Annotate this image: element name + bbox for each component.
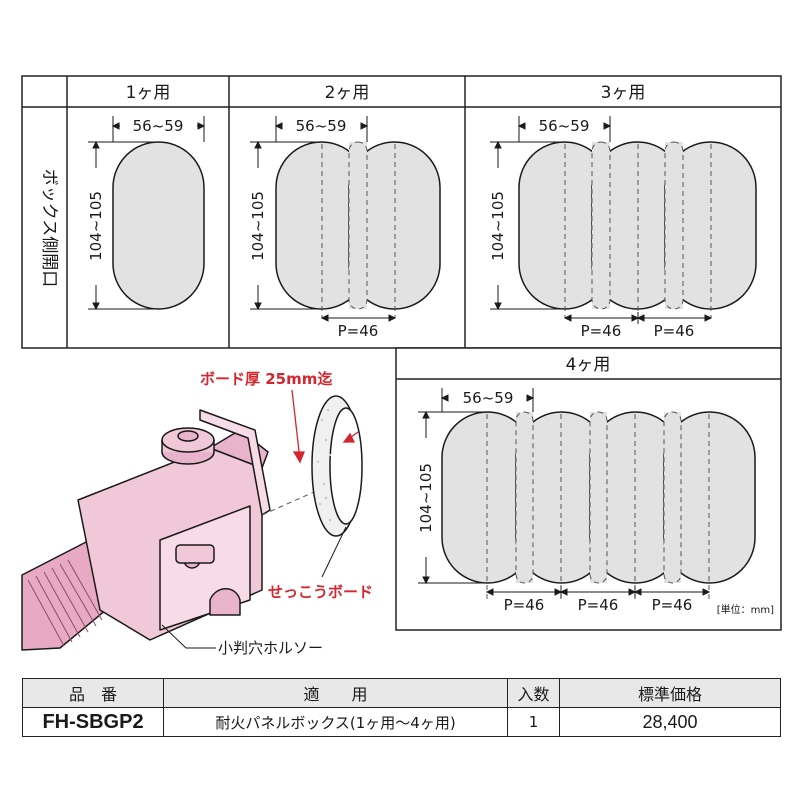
pitch-dimension-4gang	[485, 586, 711, 598]
row-label-box-opening: ボックス側開口	[39, 169, 59, 288]
opening-shape-1gang	[112, 141, 205, 310]
width-label-4gang: 56~59	[463, 389, 514, 407]
header-usage: 適 用	[163, 678, 508, 708]
width-label-2gang: 56~59	[296, 117, 347, 135]
header-quantity: 入数	[507, 678, 560, 708]
pitch-label-3gang-2: P=46	[654, 322, 695, 340]
pitch-label-3gang-1: P=46	[581, 322, 622, 340]
quantity-cell: 1	[507, 707, 560, 737]
height-label-2gang: 104~105	[249, 191, 267, 261]
pitch-dimension-3gang	[563, 312, 713, 324]
height-label-4gang: 104~105	[417, 463, 435, 533]
pitch-label-2gang: P=46	[338, 322, 379, 340]
header-part-number: 品 番	[22, 678, 164, 708]
pitch-label-4gang-1: P=46	[504, 596, 545, 614]
hole-saw-illustration	[21, 409, 331, 651]
pitch-dimension-2gang	[320, 314, 397, 322]
width-dimension-2gang	[274, 116, 369, 142]
height-dimension-3gang	[490, 140, 560, 311]
width-dimension-4gang	[440, 388, 535, 412]
width-label-1gang: 56~59	[133, 117, 184, 135]
pitch-label-4gang-3: P=46	[652, 596, 693, 614]
panel-4gang-title: 4ヶ用	[566, 355, 611, 375]
unit-note: [単位：mm]	[717, 603, 774, 616]
hole-saw-leader	[161, 624, 216, 649]
column-header-3: 3ヶ用	[601, 83, 646, 103]
width-label-3gang: 56~59	[539, 117, 590, 135]
width-dimension-1gang	[111, 116, 206, 142]
gypsum-board-cutaway	[311, 395, 363, 537]
board-thickness-arrows	[291, 389, 359, 464]
height-dimension-1gang	[88, 140, 158, 311]
header-price: 標準価格	[559, 678, 781, 708]
price-cell: 28,400	[559, 707, 781, 737]
height-dimension-2gang	[250, 140, 320, 311]
column-header-1: 1ヶ用	[126, 83, 171, 103]
opening-shape-4gang	[441, 411, 756, 600]
pitch-label-4gang-2: P=46	[578, 596, 619, 614]
product-spec-table: 品 番 適 用 入数 標準価格 FH-SBGP2 耐火パネルボックス(1ヶ用〜4…	[22, 678, 781, 737]
height-label-3gang: 104~105	[489, 191, 507, 261]
gypsum-board-label: せっこうボード	[268, 583, 373, 601]
hole-saw-label: 小判穴ホルソー	[218, 639, 323, 657]
spec-header-row: 品 番 適 用 入数 標準価格	[22, 678, 781, 708]
width-dimension-3gang	[517, 116, 612, 142]
opening-shape-2gang	[275, 141, 441, 318]
opening-shape-3gang	[518, 141, 757, 318]
height-label-1gang: 104~105	[87, 191, 105, 261]
column-header-2: 2ヶ用	[325, 83, 370, 103]
height-dimension-4gang	[418, 410, 485, 585]
usage-cell: 耐火パネルボックス(1ヶ用〜4ヶ用)	[163, 707, 508, 737]
board-thickness-label: ボード厚 25mm迄	[200, 370, 333, 388]
table-row: FH-SBGP2 耐火パネルボックス(1ヶ用〜4ヶ用) 1 28,400	[22, 707, 781, 737]
part-number-cell: FH-SBGP2	[22, 707, 164, 737]
gypsum-board-leader	[321, 526, 347, 578]
